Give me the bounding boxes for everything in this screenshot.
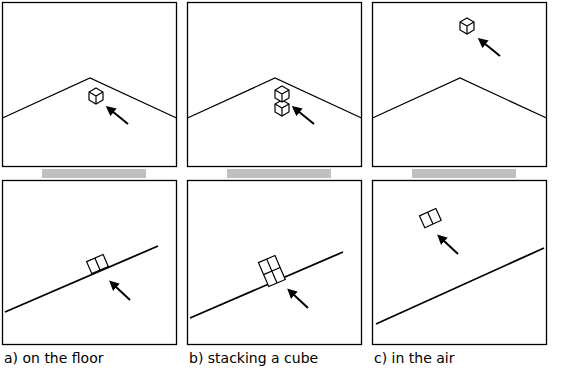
panel-caption: b) stacking a cube <box>189 349 318 367</box>
panel-caption: a) on the floor <box>4 349 104 367</box>
panel-caption: c) in the air <box>374 349 454 367</box>
